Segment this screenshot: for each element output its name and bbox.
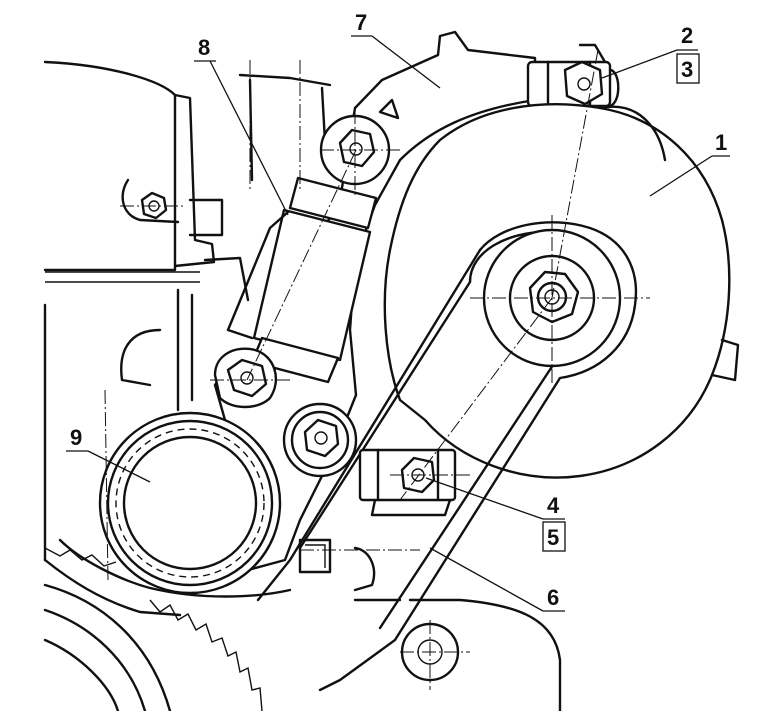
callout-3: 3	[676, 53, 700, 84]
callout-5-label: 5	[547, 525, 559, 550]
callout-5-box	[542, 521, 566, 552]
callout-1-label: 1	[715, 130, 727, 155]
callout-6: 6	[429, 547, 565, 612]
callout-2: 2	[601, 23, 698, 79]
callout-9: 9	[66, 425, 151, 483]
callout-7: 7	[351, 10, 441, 89]
callout-7-label: 7	[355, 10, 367, 35]
callout-2-label: 2	[681, 23, 693, 48]
tensioner-pulley	[98, 411, 282, 595]
pivot-clamp	[526, 43, 620, 108]
callout-8-label: 8	[198, 35, 210, 60]
callout-4: 4	[425, 477, 565, 520]
guide-roller	[282, 402, 358, 478]
callout-5: 5	[542, 521, 566, 552]
callout-8: 8	[194, 35, 289, 216]
callout-4-label: 4	[547, 493, 560, 518]
callout-3-label: 3	[681, 57, 693, 82]
callout-3-box	[676, 53, 700, 84]
callout-1: 1	[649, 130, 730, 197]
damper-strut	[213, 114, 391, 409]
callout-6-label: 6	[547, 585, 559, 610]
center-lines	[104, 49, 650, 690]
lower-housing	[43, 538, 562, 711]
crankshaft-pulley	[43, 547, 263, 711]
callout-9-label: 9	[70, 425, 82, 450]
